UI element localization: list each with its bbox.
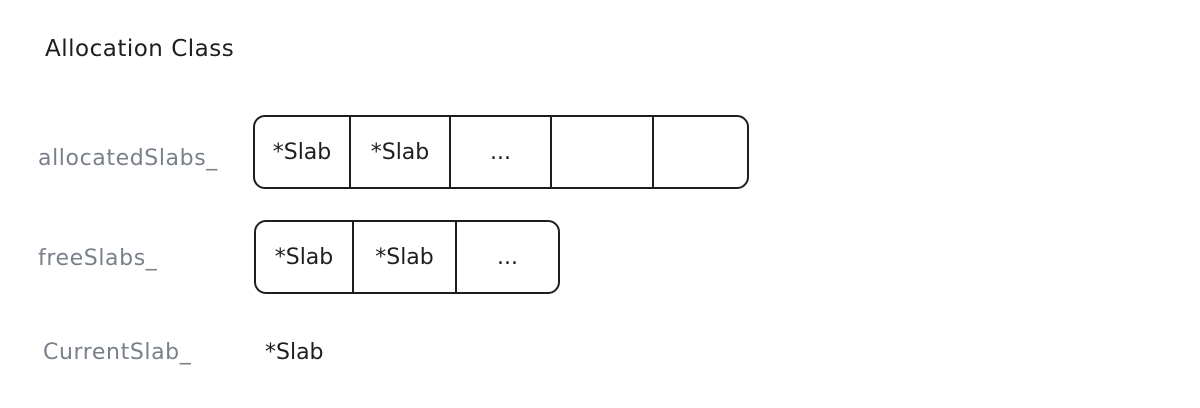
free-slabs-label: freeSlabs_	[38, 246, 158, 271]
free-slabs-array: *Slab *Slab ...	[254, 220, 560, 294]
allocated-slabs-array: *Slab *Slab ...	[253, 115, 749, 189]
allocated-slab-cell	[550, 117, 652, 187]
allocated-slab-cell: ...	[449, 117, 550, 187]
allocated-slab-cell: *Slab	[272, 139, 332, 165]
allocated-slab-cell	[652, 117, 747, 187]
diagram-title: Allocation Class	[45, 36, 235, 62]
free-slab-cell: ...	[455, 222, 558, 292]
current-slab-value: *Slab	[265, 340, 324, 365]
free-slab-cell: *Slab	[352, 222, 455, 292]
current-slab-label: CurrentSlab_	[43, 340, 192, 365]
allocated-slabs-label: allocatedSlabs_	[38, 146, 218, 171]
free-slab-cell: *Slab	[274, 244, 334, 270]
allocated-slab-cell: *Slab	[349, 117, 449, 187]
